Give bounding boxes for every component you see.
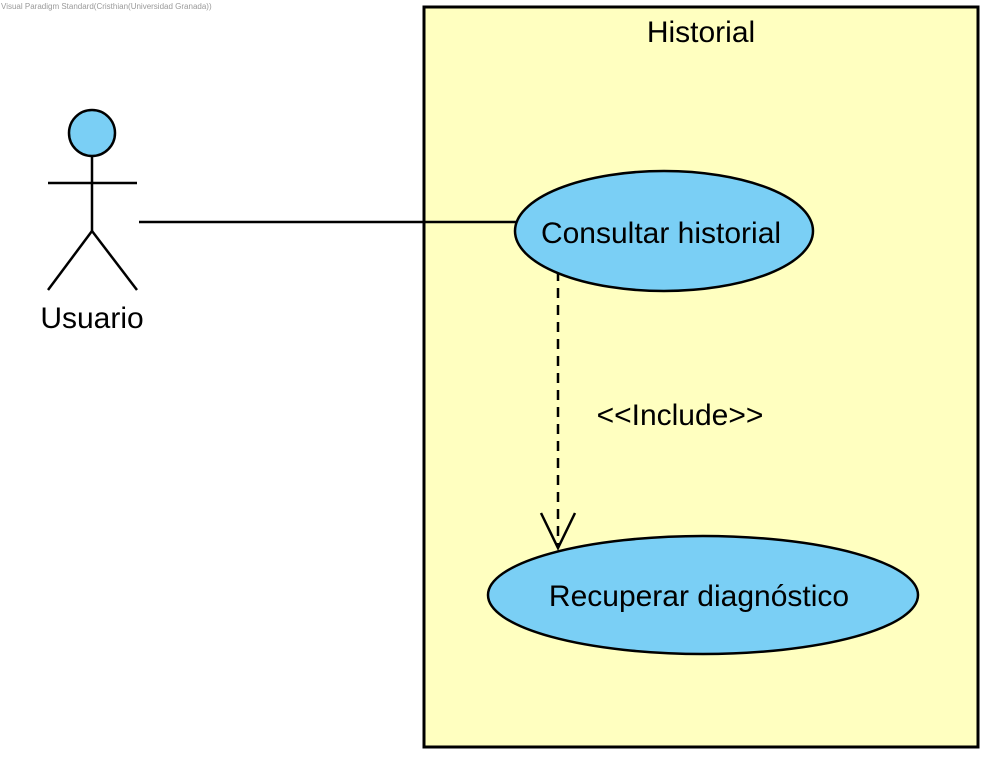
actor-head [67,108,117,158]
usecase-consultar-ellipse [513,169,815,293]
include-dependency[interactable]: <<Include>> [539,271,764,551]
actor-left-leg [46,230,94,291]
usecase-recuperar-ellipse [486,534,920,656]
usecase-consultar-historial[interactable]: Consultar historial [513,169,815,293]
include-arrowhead [539,512,577,551]
usecase-recuperar-diagnostico[interactable]: Recuperar diagnóstico [486,534,920,656]
usecase-recuperar-label: Recuperar diagnóstico [549,580,849,613]
actor-right-leg [91,230,138,291]
actor-label: Usuario [40,302,143,335]
include-label: <<Include>> [597,399,764,432]
usecase-consultar-label: Consultar historial [541,217,781,250]
actor-usuario[interactable]: Usuario [40,108,144,335]
watermark-text: Visual Paradigm Standard(Cristhian(Unive… [1,2,212,11]
system-title: Historial [647,16,755,49]
